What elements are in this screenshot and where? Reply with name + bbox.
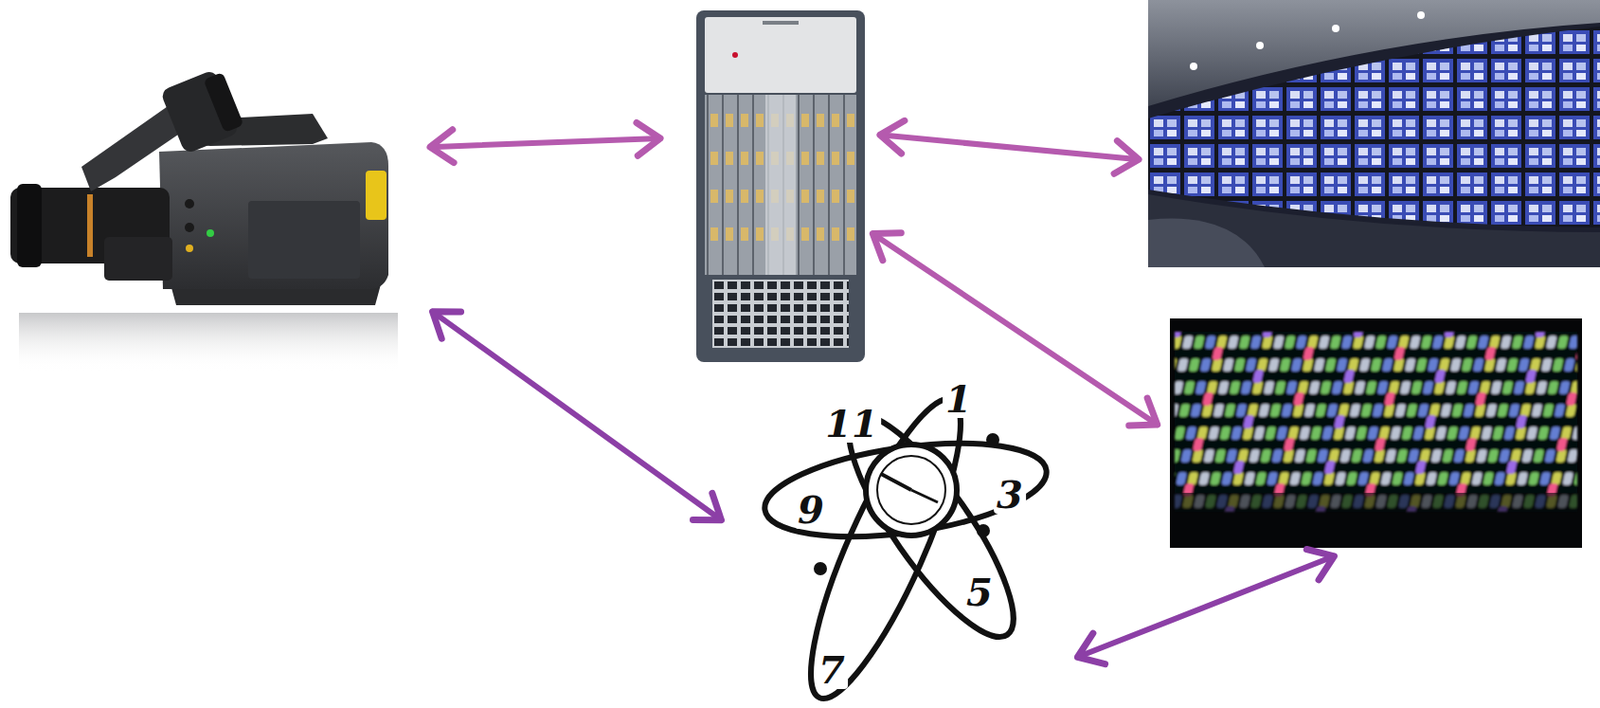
camera-zoom-grip (104, 236, 173, 281)
orbit-dot (976, 523, 990, 538)
clock-number: 11 (822, 404, 881, 443)
switch-chassis (696, 10, 865, 362)
camera-lens-ring (17, 183, 42, 268)
network-switch-picture (696, 10, 865, 362)
camera-button (184, 198, 195, 209)
arrowhead (636, 122, 661, 156)
clock-orbit (758, 428, 1053, 553)
switch-supervisor (765, 94, 796, 275)
arrowhead (1306, 548, 1334, 579)
picture-node: 1113579 (759, 387, 1046, 708)
picture-node (10, 76, 419, 398)
picture-node (696, 10, 865, 362)
monitor-wall (1148, 26, 1600, 228)
double-arrow (872, 233, 1157, 426)
switch-logo-mark (732, 52, 738, 58)
camera-picture (10, 69, 398, 372)
ceiling-light (1256, 41, 1264, 50)
picture-node (1169, 318, 1583, 548)
camera-tally-tag (365, 170, 387, 220)
ceiling-light (1189, 62, 1198, 71)
arrow-line (432, 311, 722, 521)
ceiling-light (1417, 11, 1425, 19)
double-arrow (430, 122, 661, 162)
switch-fan-grille (712, 279, 849, 348)
camera-lens-ring (87, 194, 93, 257)
arrowhead (1114, 141, 1139, 175)
panel-button-accents (1174, 331, 1578, 512)
double-arrow (880, 120, 1139, 174)
arrowhead (872, 233, 901, 261)
arrow-line (1078, 556, 1335, 657)
camera-side-panel (248, 200, 360, 279)
arrowhead (430, 129, 454, 163)
switcher-panel-picture (1169, 318, 1583, 548)
orbit-dot (986, 432, 1000, 447)
arrowhead (880, 120, 905, 154)
arrowhead (692, 492, 721, 520)
room-background (1148, 0, 1600, 268)
arrow-line (880, 134, 1139, 160)
clock-logo-picture (758, 384, 1053, 708)
ceiling-light (1331, 24, 1340, 33)
room-desk (1148, 218, 1265, 268)
panel-shadow (1169, 492, 1583, 548)
clock-hand (880, 473, 912, 490)
arrowhead (1078, 632, 1106, 664)
control-room-picture (1148, 0, 1600, 268)
clock-number: 7 (815, 650, 848, 689)
picture-node (1148, 0, 1600, 268)
panel-background (1169, 318, 1583, 548)
clock-face (865, 444, 957, 536)
switch-leds (762, 20, 799, 25)
panel-button-rows (1174, 331, 1578, 512)
switch-line-cards (704, 94, 857, 275)
camera-reflection (18, 312, 398, 372)
clock-number: 3 (993, 475, 1026, 514)
arrow-line (872, 233, 1157, 425)
camera-body (159, 142, 389, 289)
camera-eyecup (203, 71, 245, 133)
arrowhead (1129, 397, 1158, 426)
room-floor (1148, 194, 1600, 268)
panel-buttons (1174, 331, 1578, 512)
camera-led (206, 229, 215, 237)
arrow-line (430, 138, 661, 147)
clock-orbit (784, 384, 987, 708)
clock-number: 9 (794, 490, 827, 529)
camera-led (185, 244, 194, 252)
double-arrow (1078, 548, 1335, 664)
clock-inner-ring (877, 455, 946, 524)
clock-number: 5 (963, 573, 996, 612)
orbit-dot (813, 561, 827, 576)
switch-top-panel (704, 17, 857, 93)
clock-hand (911, 489, 938, 503)
arrowhead (432, 311, 462, 339)
camera-button (184, 222, 195, 233)
double-arrow (432, 311, 722, 521)
clock-number: 1 (942, 379, 975, 418)
